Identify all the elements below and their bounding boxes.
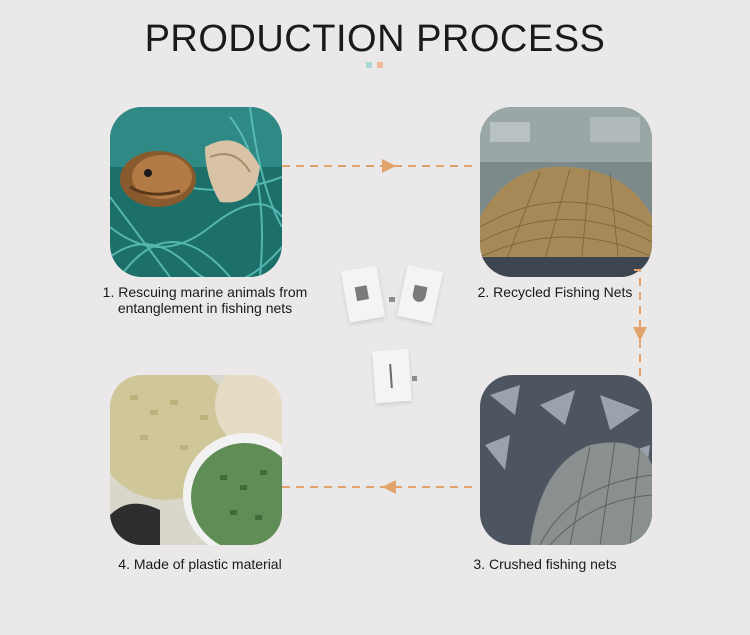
arrow-left-head [382,480,396,494]
center-tile-connector-1 [389,297,395,302]
fishing-net-pile-image [480,107,652,277]
center-tile-2 [396,264,444,324]
step-4-caption: 4. Made of plastic material [118,556,282,572]
step-1-image [110,107,282,277]
page-title: PRODUCTION PROCESS [144,18,606,60]
step-1-caption-line1: 1. Rescuing marine animals from [102,284,308,300]
step-2-caption: 2. Recycled Fishing Nets [477,284,633,300]
step-2-image [480,107,652,277]
decor-dot-teal [366,62,372,68]
sea-turtle-image [110,107,282,277]
step-1-caption: 1. Rescuing marine animals from entangle… [85,284,325,316]
step-1-caption-line2: entanglement in fishing nets [117,300,293,316]
center-tile-3 [372,348,412,404]
step-4-image [110,375,282,545]
step-3-caption: 3. Crushed fishing nets [473,556,617,572]
decor-dot-peach [377,62,383,68]
arrow-right-head [382,159,396,173]
step-3-image [480,375,652,545]
crushed-net-image [480,375,652,545]
center-tile-connector-2 [412,376,417,381]
arrow-down-head [633,327,647,341]
plastic-pellets-image [110,375,282,545]
center-tile-1 [340,265,386,323]
